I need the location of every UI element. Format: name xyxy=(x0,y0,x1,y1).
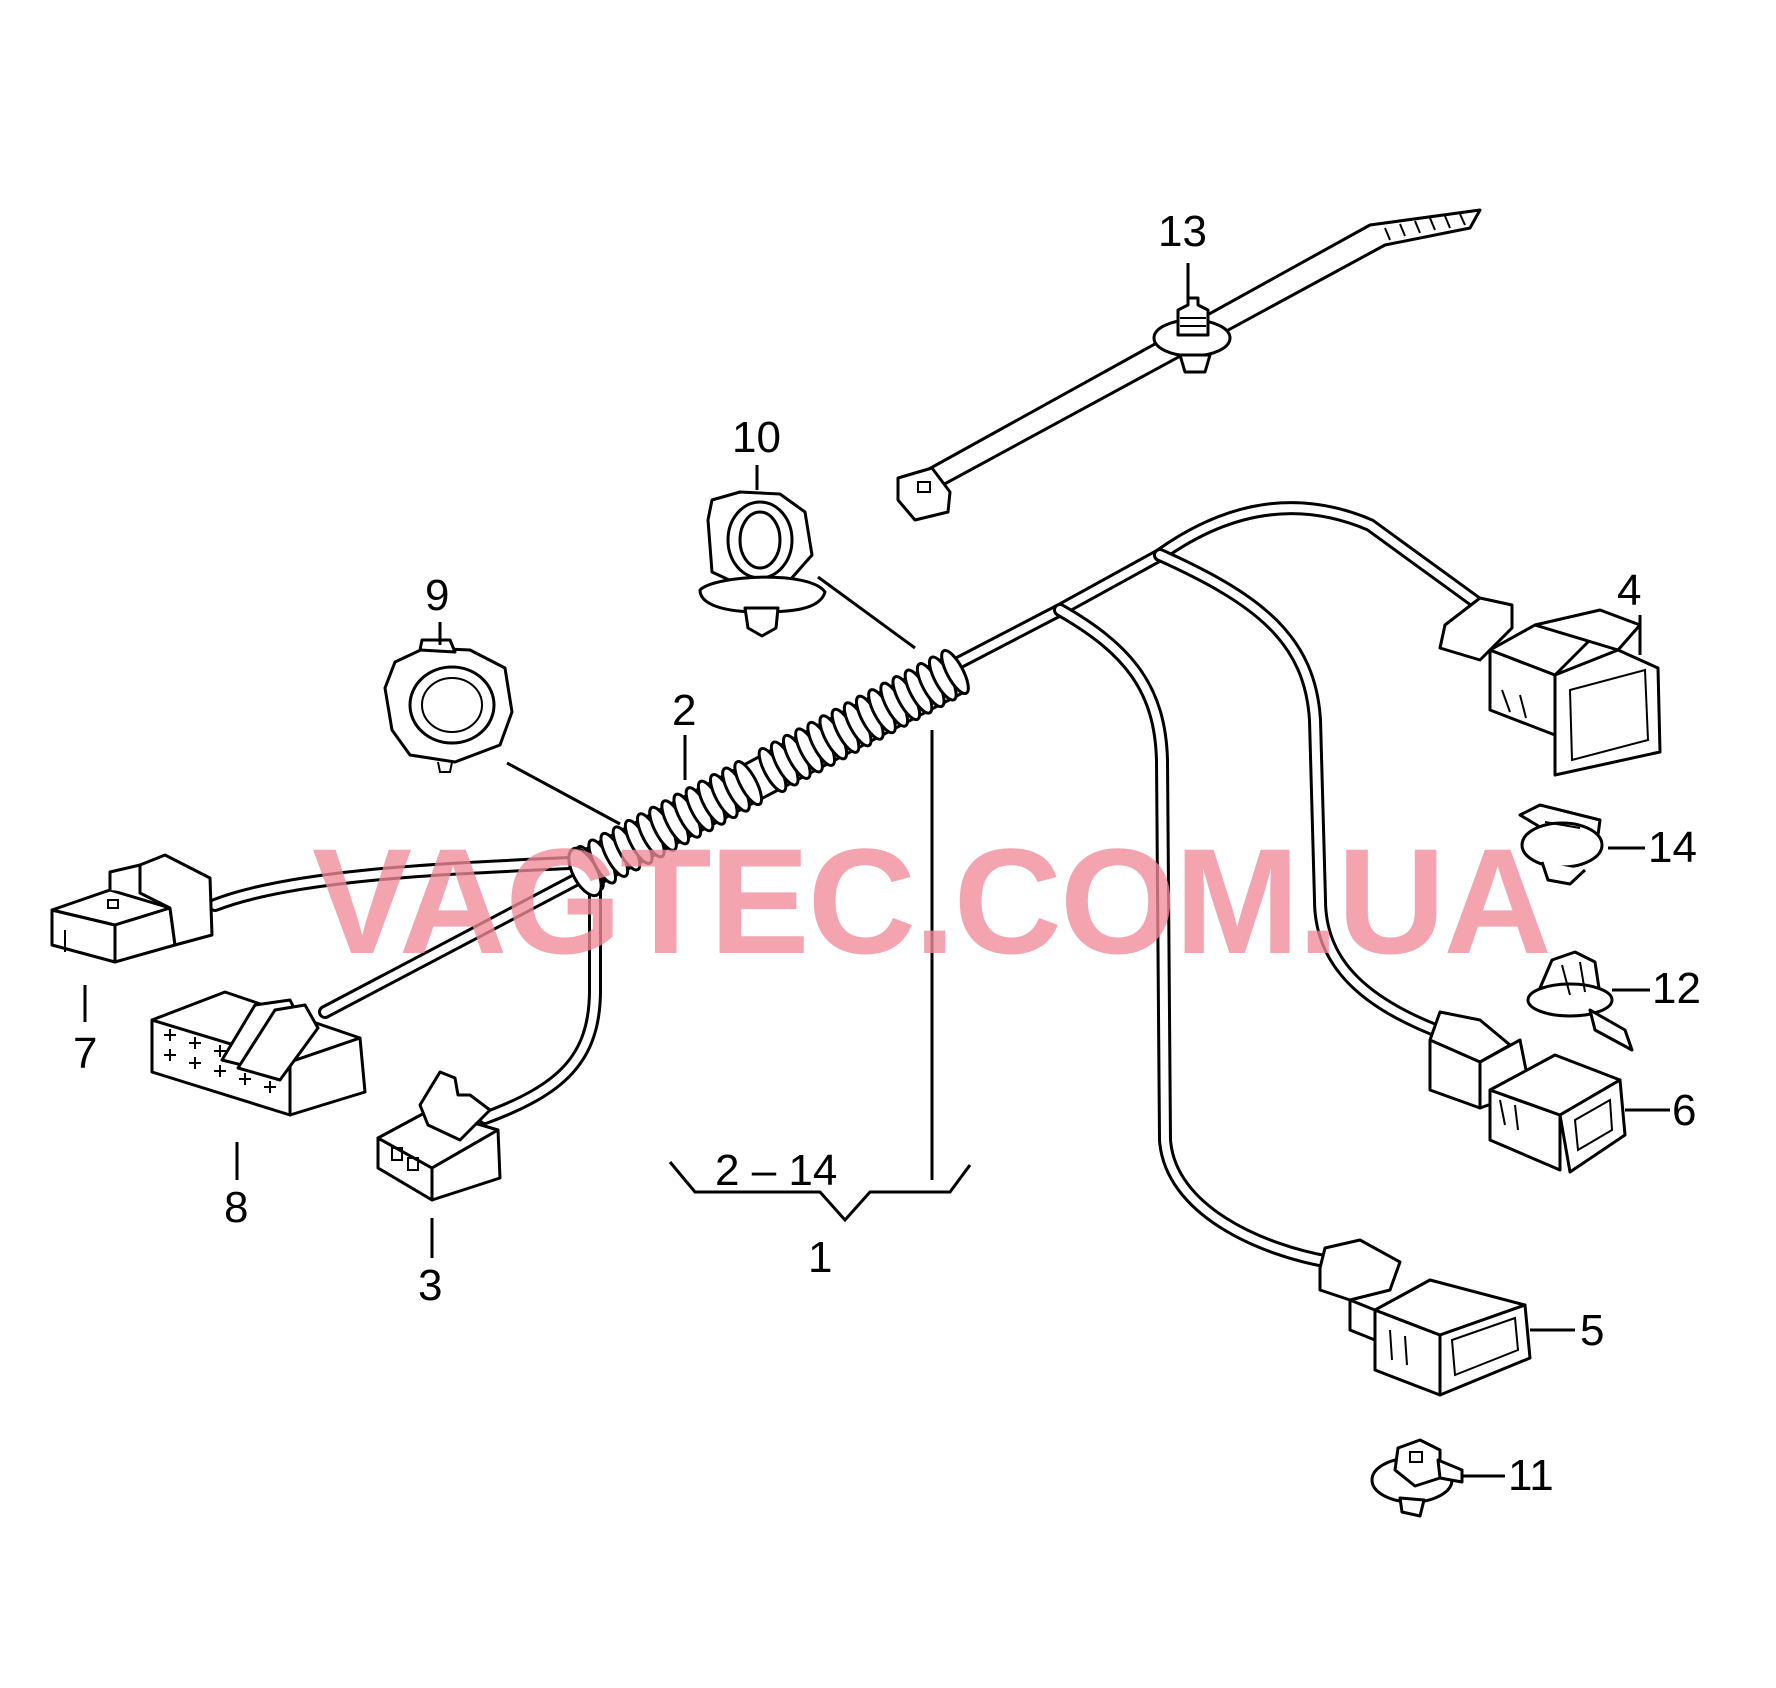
clip-14 xyxy=(1518,803,1604,886)
pin-mark xyxy=(264,1081,276,1093)
clip-11 xyxy=(1370,1438,1464,1518)
callout-12: 12 xyxy=(1652,964,1701,1013)
connector-8 xyxy=(150,990,367,1117)
cable-tie xyxy=(896,208,1482,522)
callout-5: 5 xyxy=(1580,1306,1604,1355)
corrugated-sleeve xyxy=(567,648,970,898)
connector-3 xyxy=(376,1070,502,1202)
callout-3: 3 xyxy=(418,1261,442,1310)
grommet-9 xyxy=(383,638,514,773)
grommet-clip-10 xyxy=(698,490,827,638)
callout-6: 6 xyxy=(1672,1086,1696,1135)
callout-4: 4 xyxy=(1617,566,1641,615)
leader-lines xyxy=(83,263,1670,1478)
callout-8: 8 xyxy=(224,1183,248,1232)
connector-6 xyxy=(1428,1010,1627,1174)
callout-range: 2 – 14 xyxy=(715,1146,837,1195)
pin-mark xyxy=(189,1037,201,1049)
callout-10: 10 xyxy=(732,413,781,462)
pin-mark xyxy=(164,1049,176,1061)
connector-5 xyxy=(1318,1238,1532,1397)
pin-mark xyxy=(164,1029,176,1041)
callout-labels: 1 2 – 14 2 3 4 5 6 7 8 9 10 11 12 13 14 xyxy=(73,207,1701,1500)
pin-mark xyxy=(239,1073,251,1085)
pin-mark xyxy=(214,1045,226,1057)
callout-7: 7 xyxy=(73,1029,97,1078)
pin-mark xyxy=(214,1065,226,1077)
callout-13: 13 xyxy=(1158,207,1207,256)
sleeve-rib xyxy=(733,760,763,807)
connector-7 xyxy=(50,853,214,964)
pin-mark xyxy=(189,1057,201,1069)
callout-2: 2 xyxy=(672,686,696,735)
clip-12 xyxy=(1526,950,1634,1052)
sleeve-rib xyxy=(940,648,970,696)
harness-wires xyxy=(208,501,1487,1269)
callout-9: 9 xyxy=(425,571,449,620)
watermark-text: VAGTEC.COM.UA xyxy=(312,817,1550,985)
callout-14: 14 xyxy=(1648,823,1697,872)
callout-1: 1 xyxy=(808,1233,832,1282)
connector-4 xyxy=(1438,596,1662,777)
callout-11: 11 xyxy=(1508,1451,1554,1500)
